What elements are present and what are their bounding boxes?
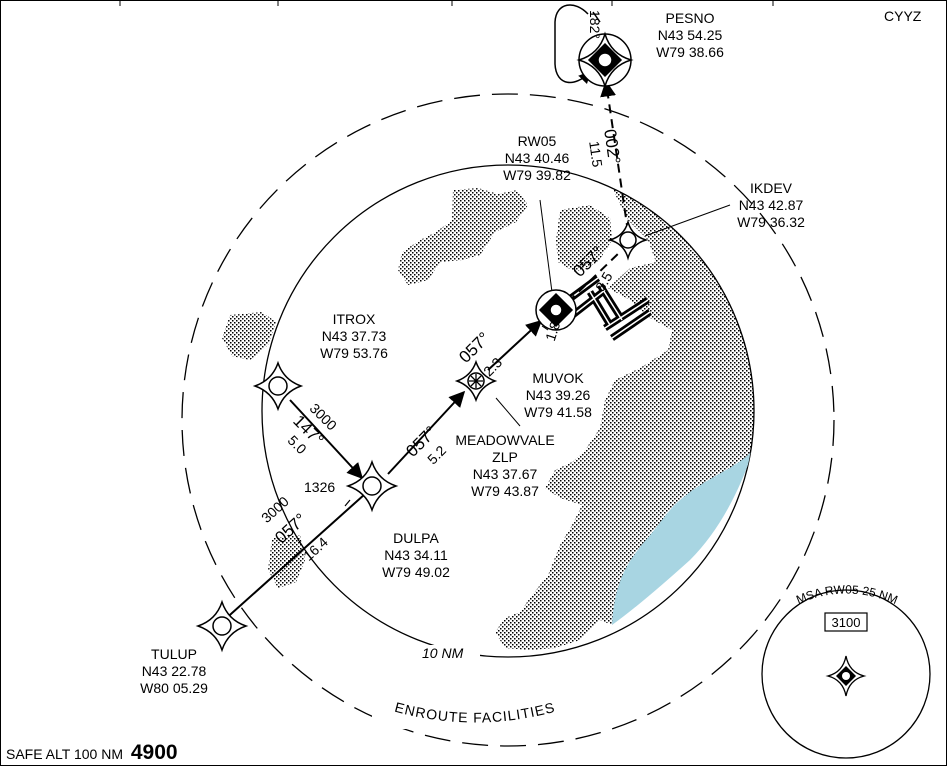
meadowvale-lat: N43 37.67 [472, 466, 538, 482]
zlp-leader [495, 397, 521, 427]
ikdev-leader [644, 204, 731, 237]
ikdev-name: IKDEV [749, 180, 792, 196]
tulup-name: TULUP [151, 646, 197, 662]
safe-alt-value: 4900 [130, 741, 178, 764]
fix-symbols [195, 31, 649, 653]
airport-runway-centerlines [551, 277, 651, 339]
ikdev-lat: N43 42.87 [738, 197, 804, 213]
dulpa-lon: W79 49.02 [382, 564, 450, 580]
itrox-lat: N43 37.73 [321, 328, 387, 344]
ten-nm-label: 10 NM [422, 645, 464, 661]
lake-water [612, 448, 754, 625]
ikdev-lon: W79 36.32 [737, 214, 805, 230]
rw05-label[interactable]: RW05 N43 40.46 W79 39.82 [494, 133, 580, 184]
dulpa-fix-icon [345, 459, 399, 513]
rw05-lat: N43 40.46 [504, 150, 570, 166]
leg-dulpa-zlp [387, 390, 466, 475]
safe-alt-label: SAFE ALT 100 NM [6, 746, 123, 762]
itrox-fix-icon [252, 360, 304, 412]
msa-altitude: 3100 [831, 615, 861, 630]
dulpa-elevation: 1326 [304, 479, 336, 495]
msa-diagram [761, 589, 931, 759]
meadowvale-label[interactable]: MEADOWVALE ZLP N43 37.67 W79 43.87 [446, 432, 564, 500]
rw05-lon: W79 39.82 [503, 167, 571, 183]
leg-ikdev-pesno [600, 80, 629, 233]
approach-route [221, 80, 731, 623]
holding-pattern [554, 4, 591, 84]
pesno-label[interactable]: PESNO N43 54.25 W79 38.66 [650, 10, 730, 61]
rw05-name: RW05 [517, 133, 557, 149]
leg-rw05-ikdev [567, 249, 623, 303]
ikdev-pesno-distance: 11.5 [586, 140, 606, 169]
pesno-name: PESNO [665, 10, 715, 26]
ikdev-label[interactable]: IKDEV N43 42.87 W79 36.32 [728, 180, 814, 231]
tulup-fix-icon [195, 599, 249, 653]
itrox-name: ITROX [332, 311, 376, 327]
dulpa-lat: N43 34.11 [384, 547, 448, 563]
meadowvale-name: MEADOWVALE [455, 432, 555, 448]
ikdev-fix-icon [607, 219, 649, 261]
hold-course: 182° [587, 10, 603, 39]
muvok-lon: W79 41.58 [524, 404, 592, 420]
leg-tulup-dulpa [221, 493, 366, 623]
rw05-fix-icon [535, 289, 577, 331]
dulpa-label[interactable]: DULPA N43 34.11 W79 49.02 [374, 530, 458, 581]
built-up-areas [222, 165, 754, 650]
safe-alt: SAFE ALT 100 NM 4900 [6, 741, 178, 764]
tulup-label[interactable]: TULUP N43 22.78 W80 05.29 [132, 646, 216, 697]
dulpa-name: DULPA [393, 530, 439, 546]
tulup-lon: W80 05.29 [140, 680, 208, 696]
itrox-label[interactable]: ITROX N43 37.73 W79 53.76 [312, 311, 396, 362]
top-header-ticks [119, 0, 774, 6]
meadowvale-ident: ZLP [492, 449, 518, 465]
enroute-ring [181, 93, 835, 747]
leg-itrox-dulpa [289, 399, 364, 480]
pesno-lon: W79 38.66 [656, 44, 724, 60]
rw05-leader [539, 199, 553, 293]
airport-ident: CYYZ [884, 8, 922, 24]
tulup-lat: N43 22.78 [141, 663, 207, 679]
meadowvale-lon: W79 43.87 [471, 483, 539, 499]
leg-zlp-muvok [487, 319, 543, 371]
muvok-label[interactable]: MUVOK N43 39.26 W79 41.58 [516, 370, 600, 421]
pesno-fix-icon [576, 31, 634, 89]
pesno-lat: N43 54.25 [657, 27, 723, 43]
muvok-lat: N43 39.26 [525, 387, 591, 403]
zlp-navaid-icon [454, 359, 498, 403]
muvok-name: MUVOK [532, 370, 584, 386]
itrox-lon: W79 53.76 [320, 345, 388, 361]
